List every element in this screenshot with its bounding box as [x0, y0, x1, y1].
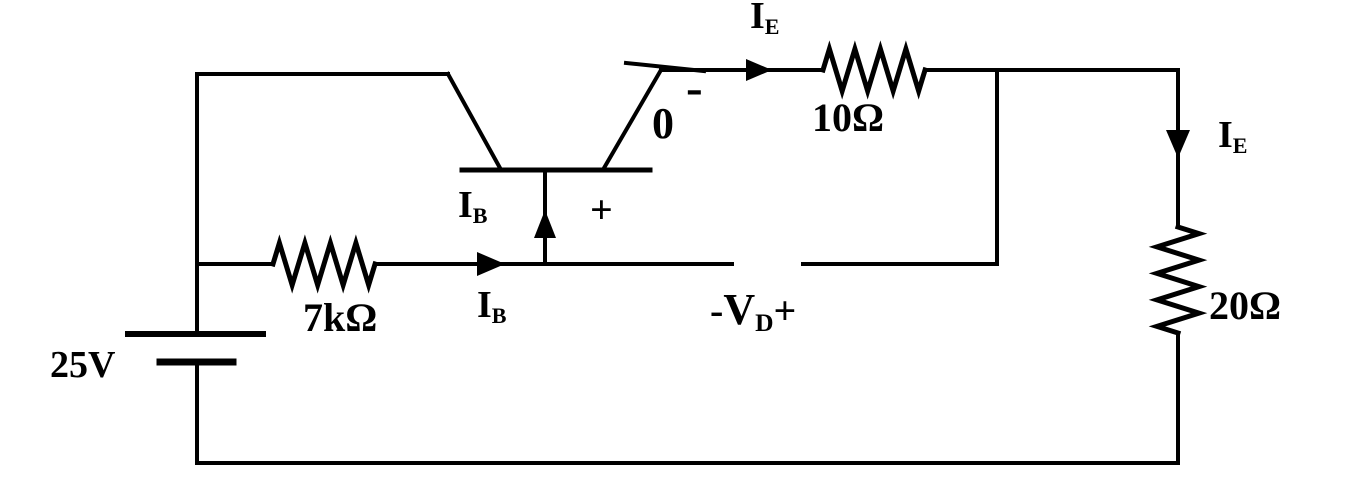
- resistor-20-zigzag: [1148, 223, 1208, 337]
- ie-right-symbol: I: [1218, 114, 1233, 156]
- plus-base-text: +: [590, 187, 613, 232]
- ie-right-subscript: E: [1232, 133, 1248, 159]
- label-diode-voltage: -VD+: [710, 288, 796, 336]
- label-current-ib-mid: IB: [477, 286, 507, 327]
- node-zero-text: 0: [652, 99, 674, 148]
- ib-mid-subscript: B: [491, 303, 507, 329]
- resistor-7k-text: 7kΩ: [303, 295, 378, 340]
- source-voltage-text: 25V: [50, 344, 116, 386]
- label-current-ib-base: IB: [458, 186, 488, 227]
- label-node-zero-superscript: -: [686, 62, 703, 112]
- transistor-left-lead: [445, 71, 503, 171]
- resistor-20-text: 20Ω: [1209, 283, 1282, 328]
- ie-top-symbol: I: [750, 0, 765, 37]
- transistor-emitter-lead: [601, 67, 664, 171]
- ib-base-symbol: I: [458, 184, 473, 226]
- arrow-ie-right: [746, 59, 772, 81]
- arrow-ib-right: [477, 252, 505, 276]
- label-current-ie-right: IE: [1218, 116, 1248, 157]
- arrow-ie-down: [1166, 130, 1190, 158]
- vd-plus-sign: +: [773, 288, 797, 333]
- label-source-voltage: 25V: [50, 346, 115, 384]
- label-resistor-7k: 7kΩ: [303, 298, 377, 338]
- resistor-10-zigzag: [819, 40, 929, 100]
- vd-subscript: D: [755, 308, 774, 338]
- label-node-zero: 0: [652, 102, 674, 146]
- label-resistor-10: 10Ω: [812, 98, 884, 138]
- arrow-ib-up: [534, 210, 556, 238]
- ib-mid-symbol: I: [477, 284, 492, 326]
- resistor-7k-zigzag: [269, 234, 379, 294]
- node-zero-superscript-text: -: [686, 59, 703, 115]
- resistor-10-text: 10Ω: [812, 95, 885, 140]
- ib-base-subscript: B: [472, 203, 488, 229]
- vd-symbol: V: [723, 285, 756, 334]
- label-current-ie-top: IE: [750, 0, 780, 38]
- label-plus-base: +: [590, 190, 613, 230]
- ie-top-subscript: E: [764, 14, 780, 40]
- vd-minus-sign: -: [710, 288, 724, 333]
- label-resistor-20: 20Ω: [1209, 286, 1281, 326]
